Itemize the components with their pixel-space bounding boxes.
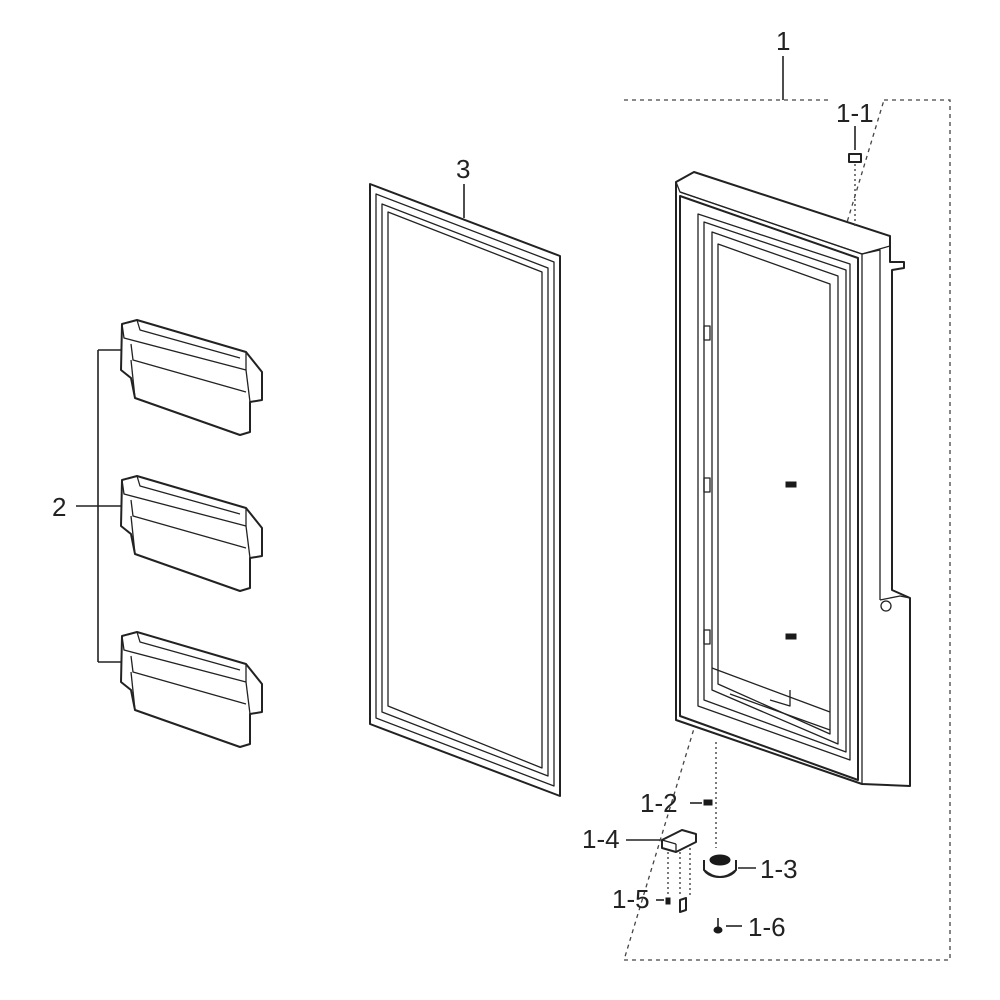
callout-1-2: 1-2 xyxy=(640,788,678,818)
door-inner-panel xyxy=(675,126,911,787)
door-bin-middle xyxy=(120,475,263,592)
callout-1-1: 1-1 xyxy=(836,98,874,128)
hinge-cap-1-3 xyxy=(703,854,737,878)
callout-1: 1 xyxy=(776,26,790,56)
callout-2: 2 xyxy=(52,492,66,522)
callout-2-bracket xyxy=(76,349,122,663)
callout-1-4: 1-4 xyxy=(582,824,620,854)
door-gasket xyxy=(369,183,561,797)
door-bin-bottom xyxy=(120,631,263,748)
callout-1-5: 1-5 xyxy=(612,884,650,914)
screws-1-5 xyxy=(665,897,687,913)
callout-1-3: 1-3 xyxy=(760,854,798,884)
hinge-bracket-1-4 xyxy=(661,829,697,853)
door-bin-top xyxy=(120,319,263,436)
screw-1-6 xyxy=(713,918,723,934)
pin-1-2 xyxy=(703,799,713,806)
callout-1-6: 1-6 xyxy=(748,912,786,942)
assembly-1-boundary xyxy=(623,56,951,961)
callout-3: 3 xyxy=(456,154,470,184)
